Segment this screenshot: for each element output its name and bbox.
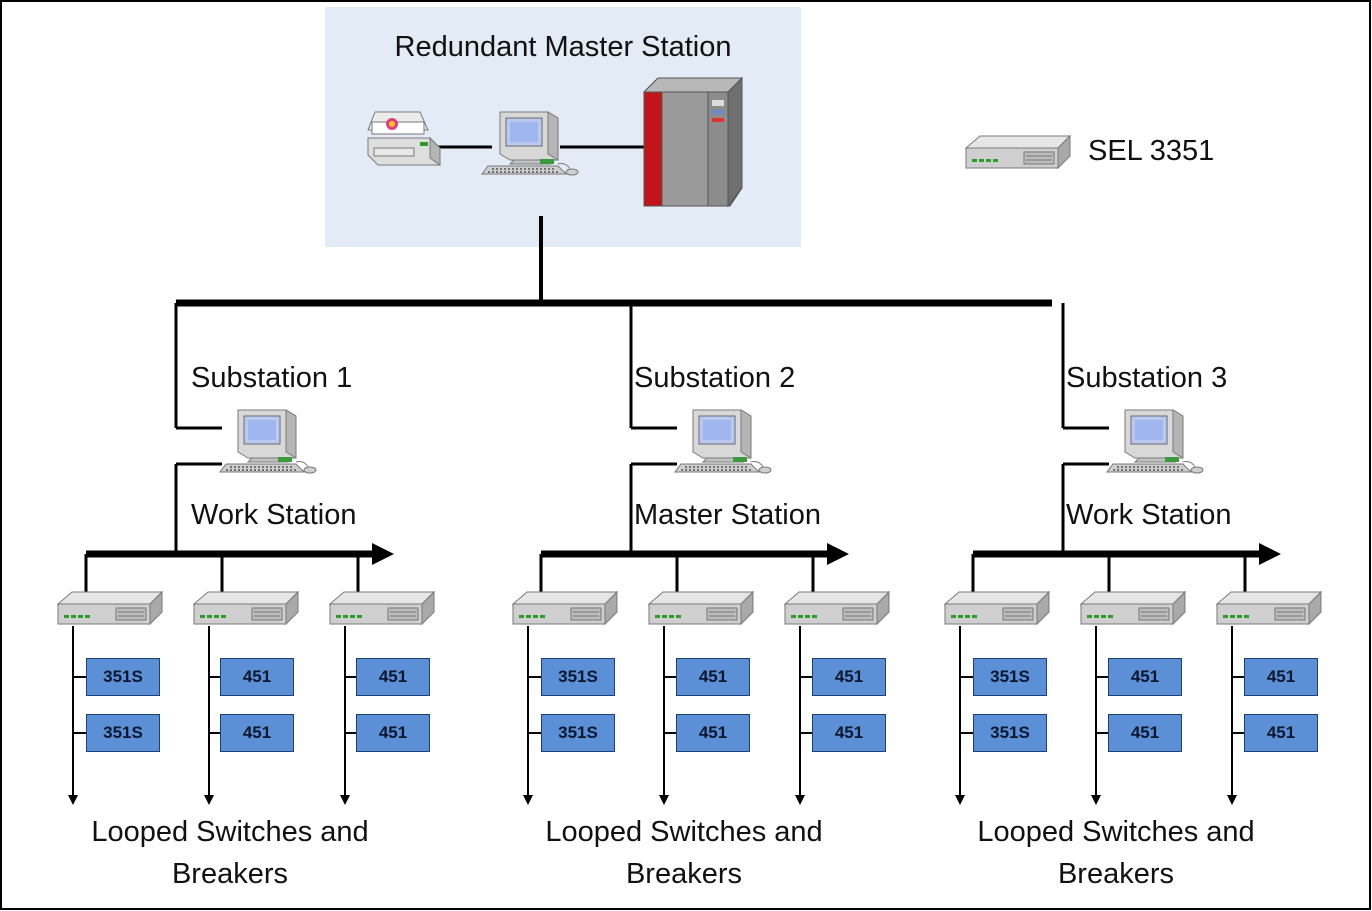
network-switch-icon — [965, 135, 1071, 169]
relay-box: 351S — [541, 714, 615, 752]
substation-2-footer-line1: Looped Switches and — [545, 816, 823, 848]
legend-device-label: SEL 3351 — [1088, 135, 1215, 167]
substation-1-name: Substation 1 — [191, 362, 353, 394]
workstation-computer-icon-1 — [219, 409, 317, 474]
network-switch-icon — [329, 591, 435, 625]
substation-1-footer-line2: Breakers — [171, 858, 289, 890]
relay-box: 451 — [1108, 714, 1182, 752]
relay-box: 451 — [220, 714, 294, 752]
relay-box: 451 — [812, 714, 886, 752]
relay-box: 451 — [356, 658, 430, 696]
network-switch-icon — [648, 591, 754, 625]
network-switch-icon — [944, 591, 1050, 625]
network-switch-icon — [512, 591, 618, 625]
server-icon — [642, 76, 744, 208]
relay-box: 451 — [220, 658, 294, 696]
local-bus-arrowhead-3 — [1259, 543, 1281, 565]
relay-box: 451 — [812, 658, 886, 696]
network-switch-icon — [1080, 591, 1186, 625]
relay-box: 451 — [356, 714, 430, 752]
relay-box: 351S — [86, 658, 160, 696]
substation-2-footer-line2: Breakers — [625, 858, 743, 890]
network-switch-icon — [784, 591, 890, 625]
relay-box: 451 — [676, 714, 750, 752]
network-switch-icon — [57, 591, 163, 625]
network-switch-icon — [193, 591, 299, 625]
substation-1-footer-line1: Looped Switches and — [91, 816, 369, 848]
relay-box: 351S — [973, 714, 1047, 752]
printer-icon — [367, 111, 441, 166]
relay-box: 451 — [1244, 658, 1318, 696]
local-bus-arrowhead-1 — [372, 543, 394, 565]
relay-box: 351S — [86, 714, 160, 752]
substation-groups — [57, 303, 1322, 805]
relay-box: 451 — [676, 658, 750, 696]
relay-box: 351S — [541, 658, 615, 696]
substation-3-role: Work Station — [1066, 499, 1232, 531]
relay-box: 351S — [973, 658, 1047, 696]
relay-box: 451 — [1108, 658, 1182, 696]
substation-3-name: Substation 3 — [1066, 362, 1228, 394]
substation-3-footer-line1: Looped Switches and — [977, 816, 1255, 848]
local-bus-arrowhead-2 — [827, 543, 849, 565]
relay-box: 451 — [1244, 714, 1318, 752]
workstation-computer-icon-3 — [1106, 409, 1204, 474]
master-station-title: Redundant Master Station — [394, 31, 732, 63]
substation-2-role: Master Station — [634, 499, 821, 531]
network-switch-icon — [1216, 591, 1322, 625]
substation-3-footer-line2: Breakers — [1057, 858, 1175, 890]
substation-2-name: Substation 2 — [634, 362, 796, 394]
workstation-computer-icon-2 — [674, 409, 772, 474]
substation-1-role: Work Station — [191, 499, 357, 531]
